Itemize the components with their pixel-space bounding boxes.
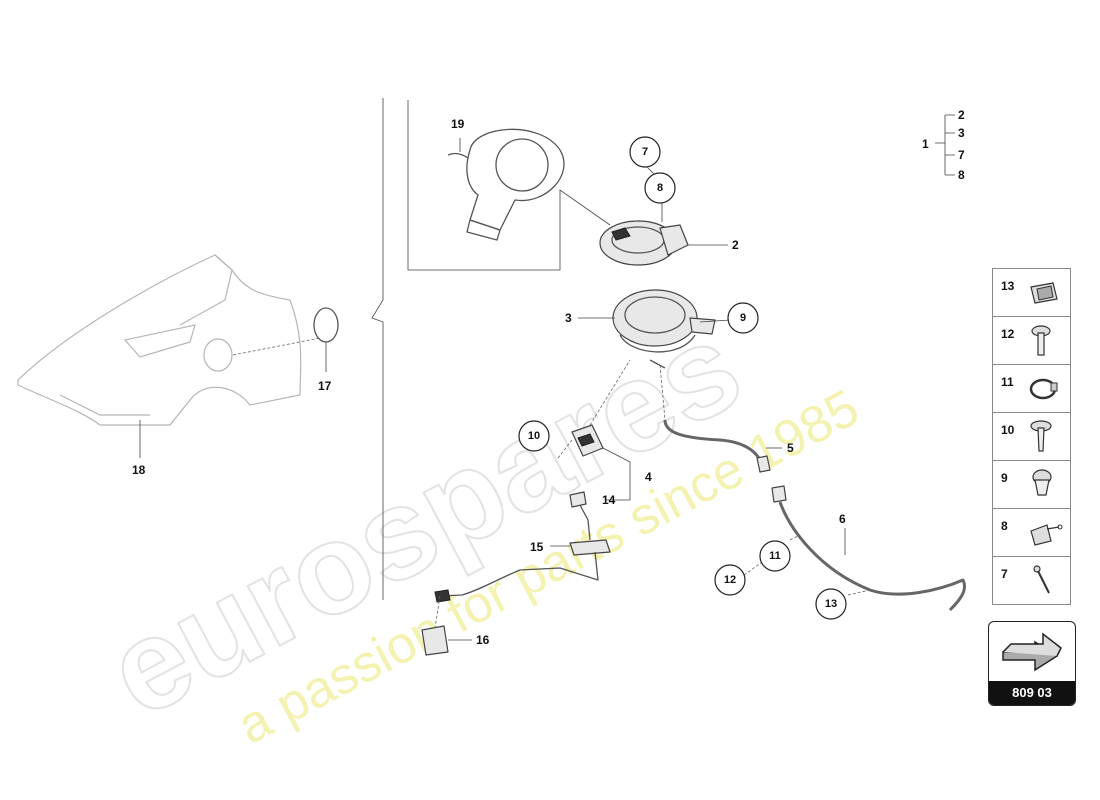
label-14: 14 (602, 493, 616, 507)
legend-row: 8 (993, 509, 1070, 557)
fuel-flap (313, 307, 339, 343)
label-15: 15 (530, 540, 544, 554)
reference-code: 809 03 (989, 681, 1075, 705)
legend-row: 12 (993, 317, 1070, 365)
door-lock (571, 424, 604, 457)
label-16: 16 (476, 633, 490, 647)
separator-line (371, 98, 384, 600)
legend-number: 7 (1001, 567, 1008, 581)
legend-number: 9 (1001, 471, 1008, 485)
direction-arrow-icon (1002, 632, 1062, 672)
legend-row: 7 (993, 557, 1070, 604)
label-2: 2 (732, 238, 739, 252)
legend-number: 12 (1001, 327, 1015, 341)
label-5: 5 (787, 441, 794, 455)
pin-icon (1033, 565, 1050, 594)
circled-label-9: 9 (727, 302, 759, 334)
svg-text:11: 11 (769, 550, 781, 562)
reference-box[interactable]: 809 03 (988, 621, 1076, 706)
drain-hose (663, 419, 771, 473)
legend-row: 9 (993, 461, 1070, 509)
fastener-legend: 13 12 11 10 9 8 (992, 268, 1071, 605)
actuator-icon (1030, 524, 1063, 546)
circled-label-12: 12 (714, 564, 746, 596)
legend-number: 13 (1001, 279, 1015, 293)
svg-text:7: 7 (642, 146, 648, 158)
filler-housing-inset (447, 128, 565, 241)
svg-text:10: 10 (528, 430, 540, 442)
label-group-1-child-3: 3 (958, 126, 965, 140)
svg-text:13: 13 (825, 598, 837, 610)
legend-number: 8 (1001, 519, 1008, 533)
bolt-icon (1031, 325, 1051, 356)
inset-frame (407, 100, 611, 271)
label-group-1: 1 (922, 137, 929, 151)
label-17: 17 (318, 379, 332, 393)
legend-row: 11 (993, 365, 1070, 413)
filler-housing (612, 289, 716, 369)
label-3: 3 (565, 311, 572, 325)
holder-bracket (421, 625, 449, 656)
svg-text:9: 9 (740, 312, 746, 324)
screw-icon (1030, 420, 1052, 452)
countersunk-screw-icon (1032, 469, 1052, 496)
circled-label-8: 8 (644, 172, 676, 204)
wiring-harness (434, 491, 611, 603)
hose-clamp-icon (1029, 378, 1058, 400)
label-group-1-child-8: 8 (958, 168, 965, 182)
clip-nut-icon (1030, 282, 1058, 304)
label-group-1-child-7: 7 (958, 148, 965, 162)
rear-fender (17, 254, 321, 426)
circled-label-10: 10 (518, 420, 550, 452)
label-4: 4 (645, 470, 652, 484)
flap-actuator (599, 220, 689, 266)
svg-text:12: 12 (724, 574, 736, 586)
label-group-1-child-2: 2 (958, 108, 965, 122)
legend-number: 11 (1001, 375, 1014, 389)
legend-row: 13 (993, 269, 1070, 317)
vent-hose (771, 485, 966, 612)
circled-label-7: 7 (629, 136, 661, 168)
legend-number: 10 (1001, 423, 1015, 437)
group-1-bracket (935, 114, 955, 176)
circled-label-11: 11 (759, 540, 791, 572)
svg-text:8: 8 (657, 182, 663, 194)
label-18: 18 (132, 463, 146, 477)
label-19: 19 (451, 117, 465, 131)
label-6: 6 (839, 512, 846, 526)
circled-label-13: 13 (815, 588, 847, 620)
legend-row: 10 (993, 413, 1070, 461)
